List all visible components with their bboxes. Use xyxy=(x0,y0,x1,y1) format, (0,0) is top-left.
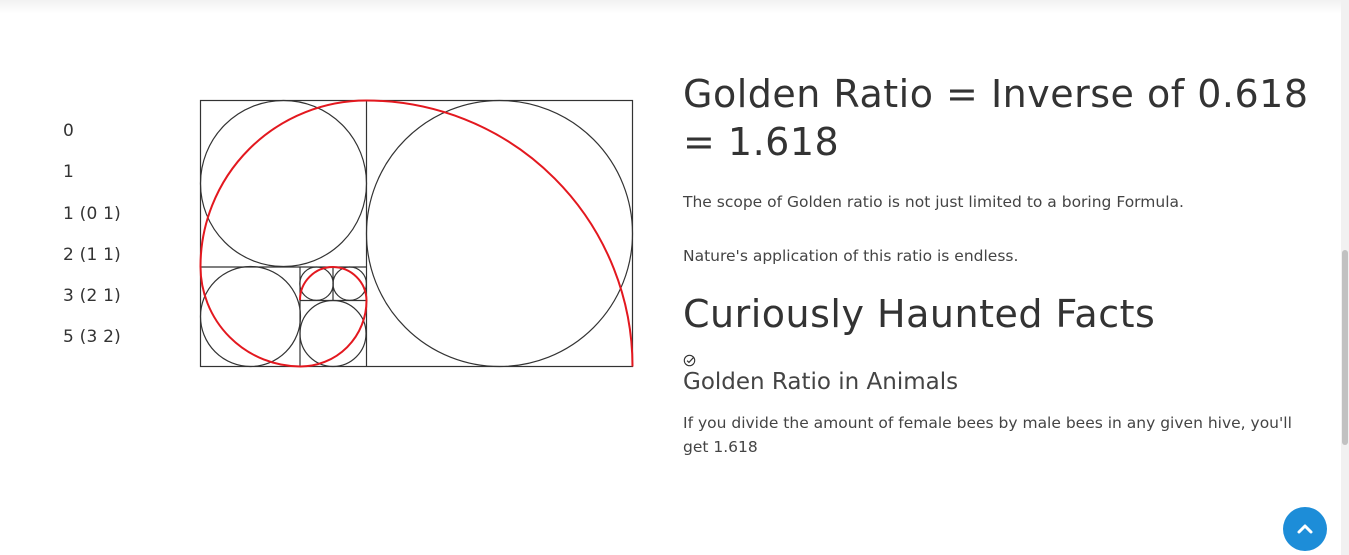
top-edge-shadow xyxy=(0,0,1341,14)
spiral-arc-4 xyxy=(300,300,368,368)
circle-upper-left xyxy=(199,99,368,268)
fact-text: If you divide the amount of female bees … xyxy=(683,414,1292,456)
fibonacci-item: 5 (3 2) xyxy=(63,327,121,348)
fibonacci-item: 1 xyxy=(63,162,75,183)
facts-heading: Curiously Haunted Facts xyxy=(683,292,1156,336)
spiral-arc-3 xyxy=(199,266,301,368)
scrollbar-thumb[interactable] xyxy=(1342,250,1348,445)
outer-rectangle xyxy=(199,99,634,368)
spiral-arc-6 xyxy=(299,266,334,301)
nature-paragraph: Nature's application of this ratio is en… xyxy=(683,247,1019,265)
check-circle-icon xyxy=(683,354,696,367)
diagram-rectangles xyxy=(199,99,634,368)
back-to-top-button[interactable] xyxy=(1283,507,1327,551)
scrollbar[interactable] xyxy=(1341,0,1349,555)
circle-lower-left xyxy=(199,265,302,368)
spiral-arc-1 xyxy=(366,99,634,367)
golden-ratio-heading: Golden Ratio = Inverse of 0.618 = 1.618 xyxy=(683,72,1309,164)
circle-small-bottom xyxy=(299,299,367,368)
main-content: Golden Ratio = Inverse of 0.618 = 1.618 … xyxy=(683,70,1333,459)
golden-ratio-diagram xyxy=(199,99,634,368)
fibonacci-sequence-list: 0 1 1 (0 1) 2 (1 1) 3 (2 1) 5 (3 2) xyxy=(63,120,121,368)
scope-paragraph: The scope of Golden ratio is not just li… xyxy=(683,193,1184,211)
diagram-circles xyxy=(199,99,634,368)
fibonacci-item: 2 (1 1) xyxy=(63,244,121,265)
chevron-up-icon xyxy=(1297,524,1313,534)
golden-spiral xyxy=(199,99,634,368)
fact-title: Golden Ratio in Animals xyxy=(683,369,959,395)
fibonacci-item: 1 (0 1) xyxy=(63,203,121,224)
spiral-arc-5 xyxy=(332,266,368,301)
circle-large-right xyxy=(365,99,634,368)
fibonacci-item: 3 (2 1) xyxy=(63,286,121,306)
circle-tiny-right xyxy=(332,266,368,302)
fibonacci-item: 0 xyxy=(63,121,75,141)
spiral-arc-2 xyxy=(199,99,367,267)
